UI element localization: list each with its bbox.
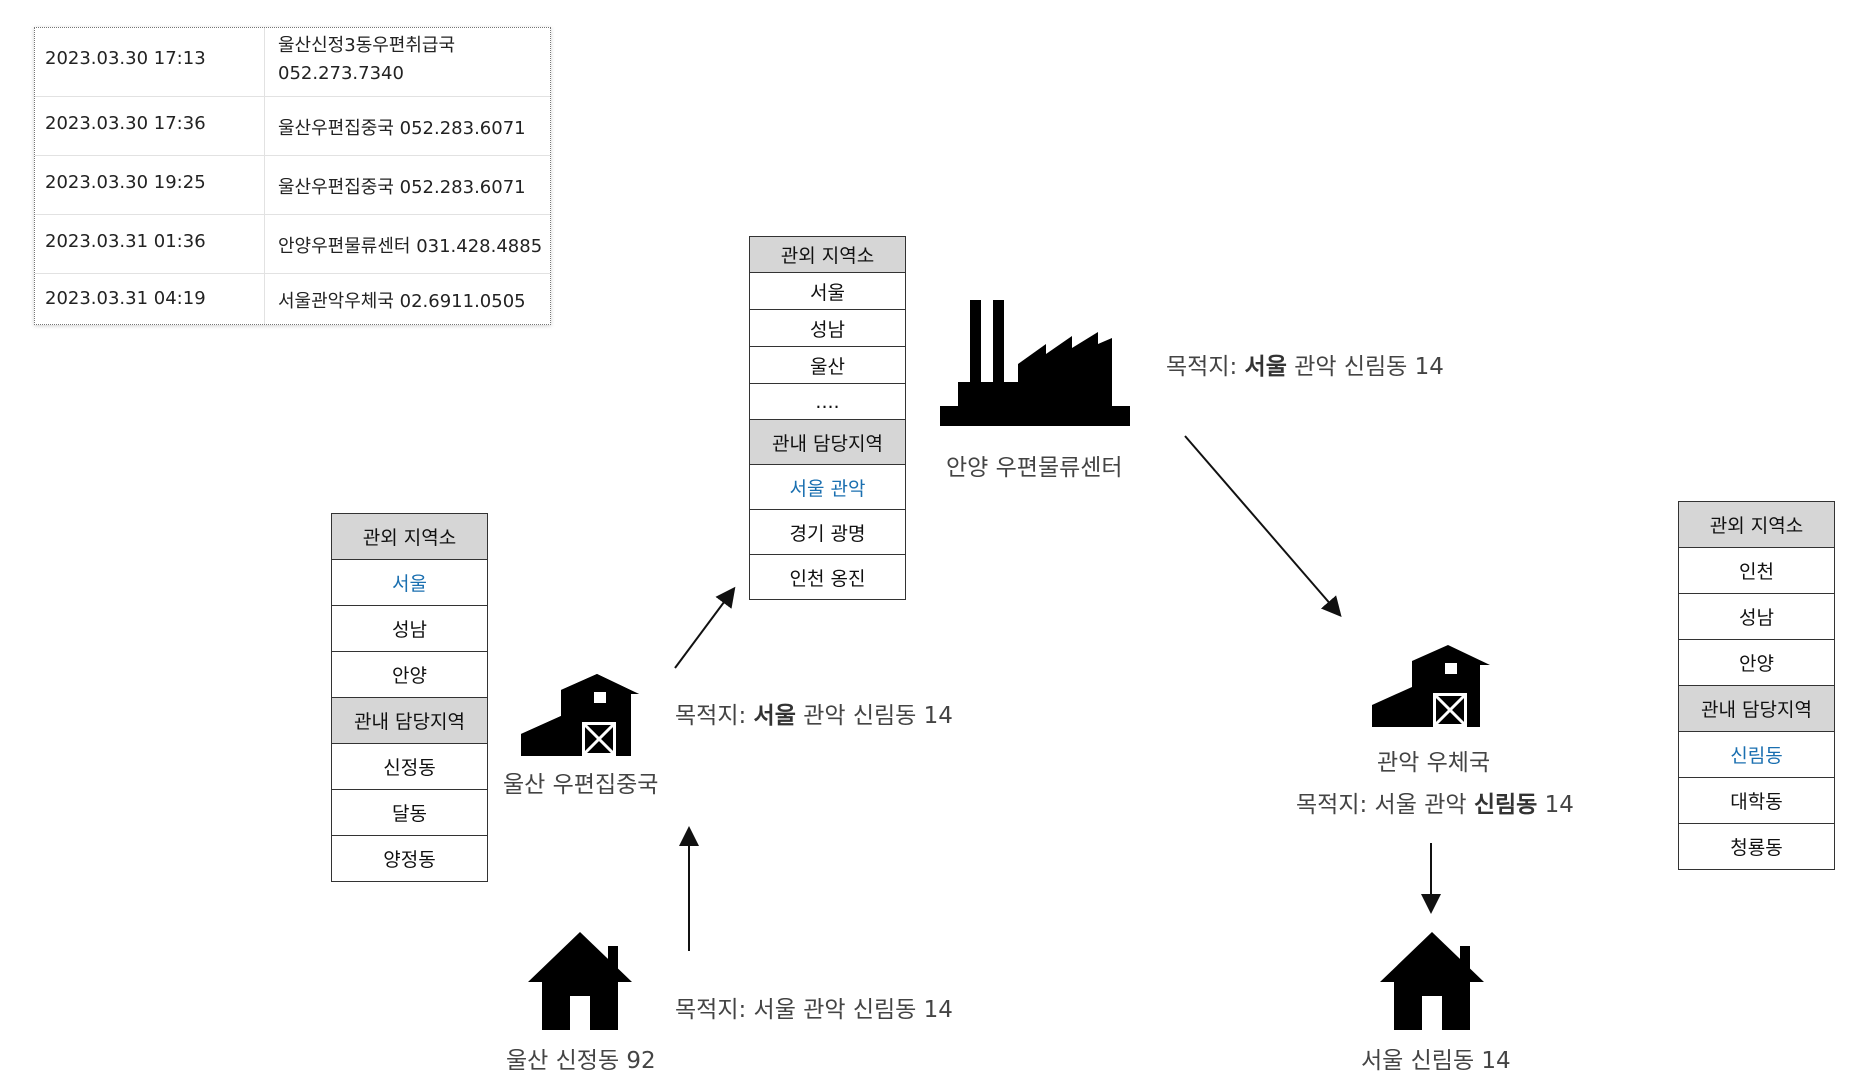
dest-dong: 신림동: [852, 997, 917, 1023]
dest-number: 14: [923, 703, 953, 729]
table-row: 대학동: [1679, 778, 1834, 824]
table-header: 관외 지역소: [1679, 502, 1834, 548]
dest-district: 관악: [1424, 792, 1467, 818]
table-row: 성남: [1679, 594, 1834, 640]
table-row: 성남: [750, 310, 905, 347]
table-row: 울산: [750, 347, 905, 384]
gwanak-office-table: 관외 지역소 인천 성남 안양 관내 담당지역 신림동 대학동 청룡동: [1678, 501, 1835, 870]
dest-number: 14: [1414, 354, 1444, 380]
tracking-table: 2023.03.30 17:13 울산신정3동우편취급국 052.273.734…: [34, 27, 551, 325]
destination-annotation: 목적지: 서울 관악 신림동 14: [1166, 347, 1444, 381]
destination-annotation: 목적지: 서울 관악 신림동 14: [1296, 785, 1574, 819]
tracking-location: 울산우편집중국 052.283.6071: [278, 177, 526, 198]
ulsan-center-table: 관외 지역소 서울 성남 안양 관내 담당지역 신정동 달동 양정동: [331, 513, 488, 882]
ulsan-center-label: 울산 우편집중국: [503, 772, 659, 798]
dest-district: 관악: [803, 997, 846, 1023]
table-row: 안양: [1679, 640, 1834, 686]
tracking-datetime: 2023.03.31 04:19: [45, 288, 206, 309]
table-row: 달동: [332, 790, 487, 836]
tracking-location: 안양우편물류센터 031.428.4885: [278, 236, 543, 257]
factory-icon: [940, 300, 1130, 426]
arrow-anyang-to-gwanak: [1184, 435, 1342, 618]
table-header: 관외 지역소: [332, 514, 487, 560]
tracking-datetime: 2023.03.30 17:13: [45, 48, 206, 69]
dest-house-label: 서울 신림동 14: [1361, 1048, 1511, 1074]
tracking-location: 울산우편집중국 052.283.6071: [278, 118, 526, 139]
dest-district: 관악: [803, 703, 846, 729]
house-icon: [1380, 932, 1484, 1030]
table-header: 관내 담당지역: [750, 420, 905, 465]
dest-dong: 신림동: [1343, 354, 1408, 380]
tracking-row: 2023.03.31 04:19 서울관악우체국 02.6911.0505: [35, 274, 550, 324]
table-row: 안양: [332, 652, 487, 698]
dest-dong: 신림동: [852, 703, 917, 729]
gwanak-office-label: 관악 우체국: [1377, 750, 1491, 776]
dest-prefix: 목적지:: [1296, 792, 1368, 818]
destination-annotation: 목적지: 서울 관악 신림동 14: [675, 696, 953, 730]
house-icon: [528, 932, 632, 1030]
origin-house-label: 울산 신정동 92: [506, 1048, 656, 1074]
dest-city: 서울: [1374, 792, 1417, 818]
dest-dong: 신림동: [1473, 792, 1538, 818]
table-row: 경기 광명: [750, 510, 905, 555]
dest-city: 서울: [753, 703, 796, 729]
tracking-row: 2023.03.30 17:36 울산우편집중국 052.283.6071: [35, 97, 550, 156]
tracking-row: 2023.03.30 19:25 울산우편집중국 052.283.6071: [35, 156, 550, 215]
table-row: 성남: [332, 606, 487, 652]
dest-prefix: 목적지:: [1166, 354, 1238, 380]
dest-city: 서울: [1244, 354, 1287, 380]
destination-annotation: 목적지: 서울 관악 신림동 14: [675, 990, 953, 1024]
table-row: 신정동: [332, 744, 487, 790]
tracking-datetime: 2023.03.30 17:36: [45, 113, 206, 134]
dest-prefix: 목적지:: [675, 703, 747, 729]
column-divider: [264, 28, 265, 324]
table-row: 양정동: [383, 849, 436, 871]
arrow-ulsan-to-anyang: [674, 586, 736, 669]
tracking-row: 2023.03.31 01:36 안양우편물류센터 031.428.4885: [35, 215, 550, 274]
tracking-location: 서울관악우체국 02.6911.0505: [278, 291, 526, 312]
barn-icon: [1372, 645, 1490, 727]
table-header: 관내 담당지역: [1679, 686, 1834, 732]
anyang-center-table: 관외 지역소 서울 성남 울산 .... 관내 담당지역 서울 관악 경기 광명…: [749, 236, 906, 600]
dest-city: 서울: [753, 997, 796, 1023]
anyang-center-label: 안양 우편물류센터: [946, 455, 1123, 481]
table-row: 인천: [1679, 548, 1834, 594]
tracking-row: 2023.03.30 17:13 울산신정3동우편취급국 052.273.734…: [35, 28, 550, 97]
table-header: 관외 지역소: [750, 237, 905, 273]
table-row: 인천 옹진: [789, 567, 866, 590]
tracking-datetime: 2023.03.31 01:36: [45, 231, 206, 252]
dest-district: 관악: [1294, 354, 1337, 380]
tracking-datetime: 2023.03.30 19:25: [45, 172, 206, 193]
table-header: 관내 담당지역: [332, 698, 487, 744]
barn-icon: [521, 674, 639, 756]
table-row: 서울 관악: [750, 465, 905, 510]
table-row: 청룡동: [1730, 837, 1783, 859]
dest-prefix: 목적지:: [675, 997, 747, 1023]
table-row: 서울: [332, 560, 487, 606]
table-row: 서울: [750, 273, 905, 310]
tracking-location: 울산신정3동우편취급국 052.273.7340: [278, 35, 456, 84]
dest-number: 14: [1544, 792, 1574, 818]
table-row: ....: [750, 384, 905, 420]
table-row: 신림동: [1679, 732, 1834, 778]
dest-number: 14: [923, 997, 953, 1023]
